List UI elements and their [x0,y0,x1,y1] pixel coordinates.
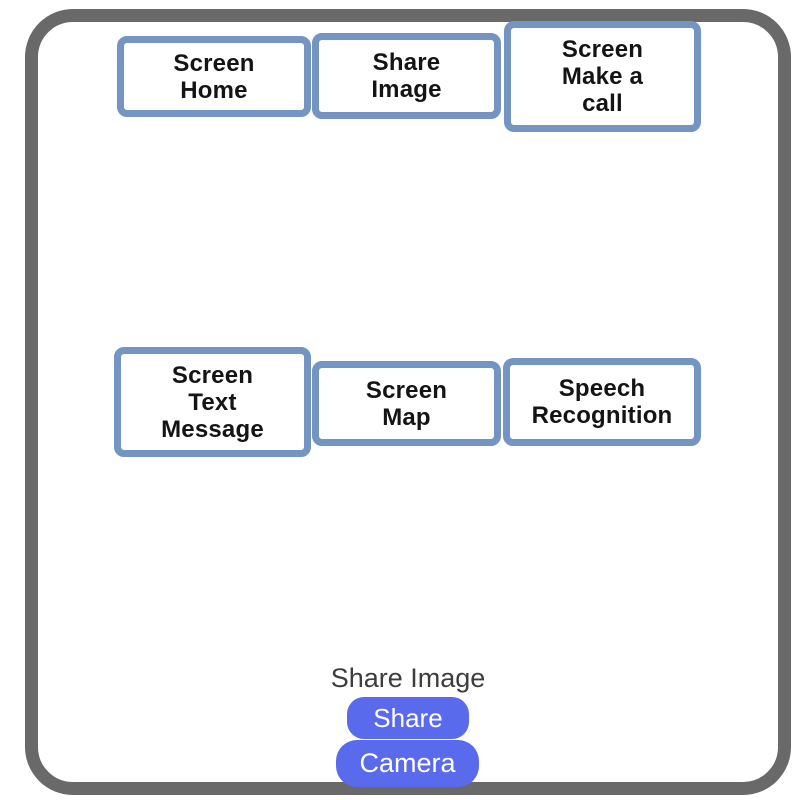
label-line: Recognition [531,402,673,429]
share-button[interactable]: Share [347,697,469,739]
screen-box-text-message[interactable]: Screen Text Message [114,347,311,457]
label-line: Screen [173,49,255,77]
screen-box-home[interactable]: Screen Home [117,36,311,117]
label-line: Message [161,415,264,443]
label-line: Image [371,76,442,103]
label-line: Text [188,388,237,416]
label-line: Map [382,403,431,431]
label-line: Share [372,49,441,76]
label-line: Screen [561,36,644,63]
screen-box-home-label: Screen Home [173,50,254,104]
label-line: Make a [561,63,644,90]
label-line: Home [180,76,248,104]
screen-box-speech-recognition-label: Speech Recognition [532,375,673,429]
screen-box-map[interactable]: Screen Map [312,361,501,446]
screen-box-make-a-call-label: Screen Make a call [562,36,643,117]
share-image-section-label: Share Image [330,663,486,693]
label-line: Screen [365,376,448,404]
label-line: call [582,90,623,117]
screen-box-speech-recognition[interactable]: Speech Recognition [503,358,701,446]
label-line: Speech [558,375,646,402]
label-line: Screen [171,361,254,389]
screen-box-map-label: Screen Map [366,377,447,431]
screen-box-text-message-label: Screen Text Message [161,362,264,443]
camera-button[interactable]: Camera [336,740,479,787]
screen-box-share-image-label: Share Image [371,49,441,103]
screen-box-make-a-call[interactable]: Screen Make a call [504,21,701,132]
screen-box-share-image[interactable]: Share Image [312,33,501,119]
